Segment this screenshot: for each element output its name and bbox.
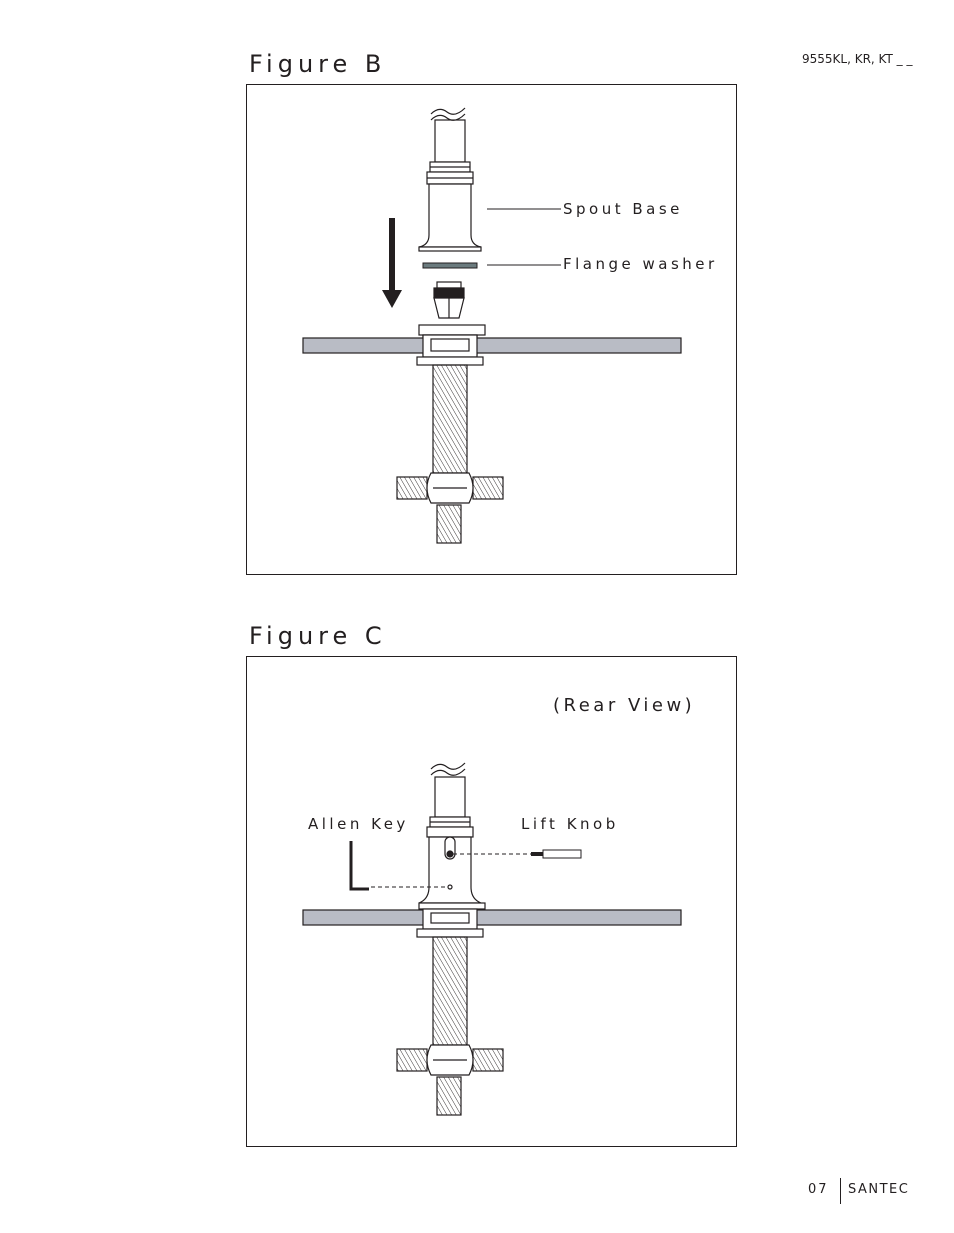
countertop [302,909,682,926]
spout-pipe [430,107,466,163]
flange-washer-label: Flange washer [563,255,718,273]
figure-c-title: Figure C [249,622,387,650]
mounting-nut [396,1044,504,1076]
valve-head [433,281,465,319]
figure-b-frame: Spout Base Flange washer [246,84,737,575]
brand-name: SANTEC [848,1182,910,1197]
bottom-thread [436,504,462,544]
lift-knob-label: Lift Knob [521,815,619,833]
threaded-shank [432,936,468,1046]
spout-base [418,161,482,252]
figure-c-diagram [302,762,682,1116]
allen-key-label: Allen Key [308,815,409,833]
lift-knob [453,849,582,859]
threaded-shank [432,364,468,474]
rear-view-note: (Rear View) [553,695,696,716]
spout-base-label: Spout Base [563,200,683,218]
figure-b-title: Figure B [249,50,387,78]
countertop [302,337,682,354]
footer-divider [840,1178,841,1204]
flange-washer [422,262,478,269]
bottom-thread [436,1076,462,1116]
figure-c-frame: (Rear View) Allen Key Lift Knob [246,656,737,1147]
allen-key-icon [349,841,447,891]
mounting-nut [396,472,504,504]
figure-b-diagram [302,107,682,544]
down-arrow-icon [382,218,402,308]
spout-pipe [430,762,466,818]
model-number: 9555KL, KR, KT _ _ [802,52,913,66]
spout-body [418,816,482,904]
page-number: 07 [808,1182,829,1197]
